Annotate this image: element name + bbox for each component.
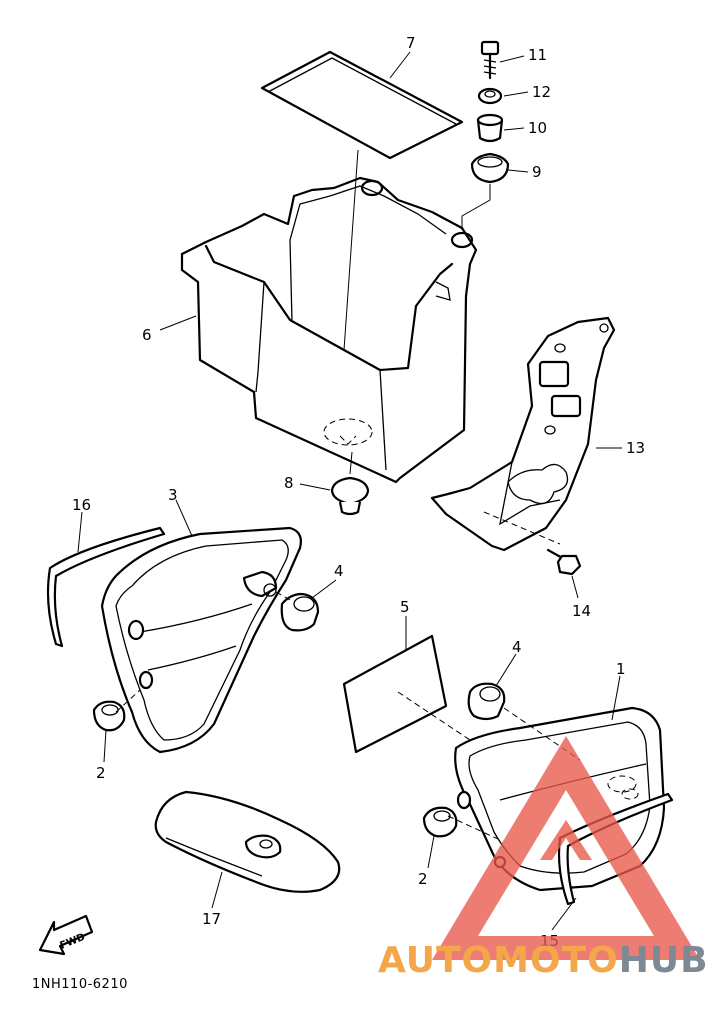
watermark-logo	[432, 736, 700, 960]
callout-5: 5	[400, 598, 410, 616]
callout-14: 14	[572, 602, 591, 620]
callout-4-right: 4	[512, 638, 522, 656]
part-7-pad	[260, 50, 464, 160]
watermark-text: AUTOMOTOHUB	[378, 940, 707, 981]
part-14-bolt	[546, 548, 582, 576]
callout-9: 9	[532, 163, 542, 181]
fwd-arrow: FWD	[38, 914, 94, 956]
callout-3: 3	[168, 486, 178, 504]
callout-2-left: 2	[96, 764, 106, 782]
watermark-automoto: AUTOMOTO	[378, 940, 619, 981]
watermark-triangle-icon	[432, 736, 700, 960]
leader-7-box	[343, 149, 359, 351]
part-2-damper-right	[422, 806, 458, 838]
callout-6: 6	[142, 326, 152, 344]
part-4-grommet-right	[467, 682, 506, 721]
callout-13: 13	[626, 439, 645, 457]
part-13-bracket	[430, 316, 616, 552]
part-2-damper-left	[92, 700, 126, 732]
callout-4-left: 4	[334, 562, 344, 580]
part-4-grommet-left	[280, 592, 320, 632]
part-6-battery-box	[180, 176, 478, 484]
watermark-hub: HUB	[619, 940, 707, 981]
callout-1: 1	[616, 660, 626, 678]
callout-11: 11	[528, 46, 547, 64]
callout-16: 16	[72, 496, 91, 514]
callout-17: 17	[202, 910, 221, 928]
callout-8: 8	[284, 474, 294, 492]
part-5-decal	[342, 634, 448, 754]
part-17-cushion	[154, 790, 341, 893]
drawing-code: 1NH110-6210	[32, 977, 128, 992]
callout-7: 7	[406, 34, 416, 52]
callout-12: 12	[532, 83, 551, 101]
part-16-trim-strip	[46, 526, 166, 648]
assembly-lines	[115, 591, 581, 841]
fastener-stack	[461, 40, 510, 230]
leader-lines	[77, 51, 622, 931]
part-8-grommet	[330, 476, 370, 516]
callout-labels: 7 11 12 10 9 6 8 13 14 16 3 4 5 4 1 2 2 …	[72, 34, 645, 950]
callout-10: 10	[528, 119, 547, 137]
callout-2-right: 2	[418, 870, 428, 888]
part-3-left-cover	[100, 526, 302, 754]
